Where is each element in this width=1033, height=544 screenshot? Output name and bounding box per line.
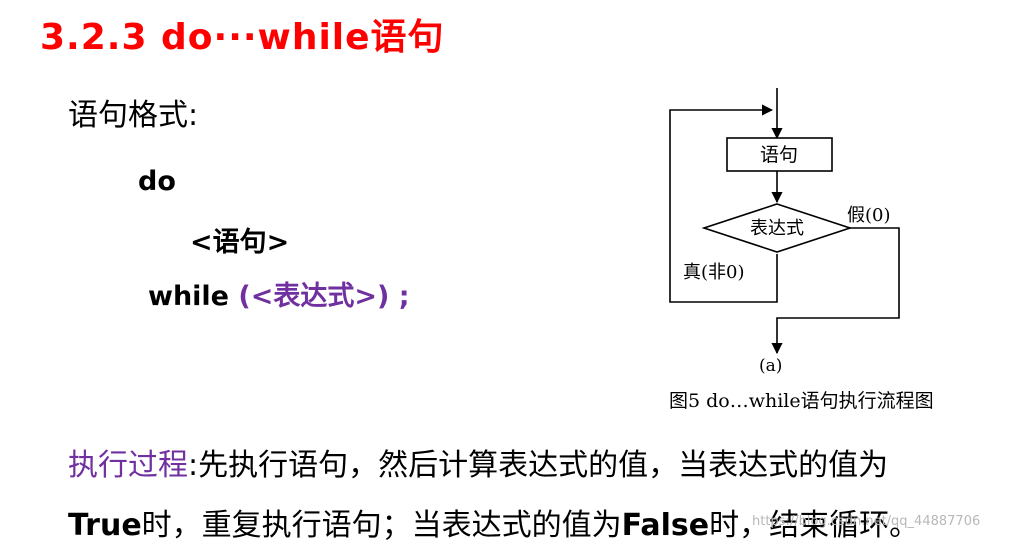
code-while-line: while (<表达式>) ; (148, 274, 410, 313)
format-label: 语句格式: (68, 98, 199, 133)
false-keyword: False (621, 508, 710, 543)
false-exit-arrow (771, 227, 900, 355)
flowchart: 语句 表达式 假(0) 真(非0) (a) (669, 88, 900, 376)
loop-back-arrow (669, 104, 778, 303)
watermark: https://blog.csdn.net/qq_44887706 (752, 514, 981, 529)
process-line2-mid: 时，重复执行语句；当表达式的值为 (141, 508, 622, 543)
true-keyword: True (68, 508, 142, 543)
code-statement: <语句> (190, 227, 290, 258)
process-line1-text: 先执行语句，然后计算表达式的值，当表达式的值为 (198, 448, 889, 483)
code-while-keyword: while (148, 281, 229, 312)
sub-label: (a) (759, 356, 782, 376)
process-colon: : (188, 448, 199, 483)
process-line2-end: 时，结束循环。 (709, 508, 920, 543)
code-condition: (<表达式>) (238, 281, 390, 312)
process-heading: 执行过程 (68, 448, 188, 483)
process-line-2: True时，重复执行语句；当表达式的值为False时，结束循环。 (68, 500, 919, 544)
statement-box (726, 137, 833, 172)
false-label: 假(0) (847, 205, 891, 226)
statement-box-label: 语句 (760, 144, 798, 166)
condition-label: 表达式 (750, 218, 804, 239)
true-label: 真(非0) (683, 262, 745, 283)
condition-diamond (701, 203, 853, 253)
process-line-1: 执行过程:先执行语句，然后计算表达式的值，当表达式的值为 (68, 440, 888, 484)
code-do: do (138, 166, 176, 197)
figure-caption: 图5 do…while语句执行流程图 (669, 390, 934, 412)
code-semicolon: ; (398, 281, 410, 312)
page-title: 3.2.3 do···while语句 (40, 17, 445, 58)
